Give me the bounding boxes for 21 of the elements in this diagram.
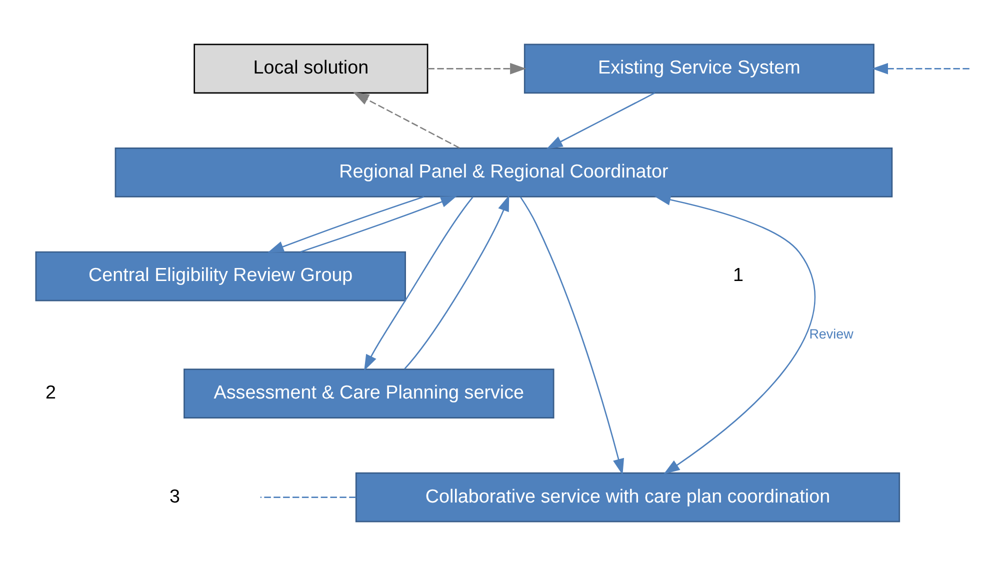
node-box: Assessment & Care Planning service	[184, 368, 554, 418]
node-box: Collaborative service with care plan coordination	[355, 472, 900, 522]
arrow	[428, 62, 526, 74]
arrow	[520, 196, 624, 475]
arrow	[268, 196, 424, 253]
arrow	[404, 195, 510, 370]
edge-label: Review	[809, 326, 854, 342]
connector	[260, 496, 356, 498]
label: 3	[170, 485, 180, 506]
node-box: Existing Service System	[524, 44, 874, 94]
arrow	[546, 92, 656, 150]
arrow	[872, 62, 970, 74]
node-box: Regional Panel & Regional Coordinator	[114, 148, 893, 198]
arrow	[654, 194, 816, 474]
node-box: Local solution	[194, 44, 428, 94]
arrow	[300, 196, 457, 253]
arrow	[352, 92, 460, 148]
label: 2	[46, 382, 56, 403]
arrow	[364, 196, 474, 371]
node-box: Central Eligibility Review Group	[35, 251, 406, 302]
label: 1	[733, 264, 744, 286]
